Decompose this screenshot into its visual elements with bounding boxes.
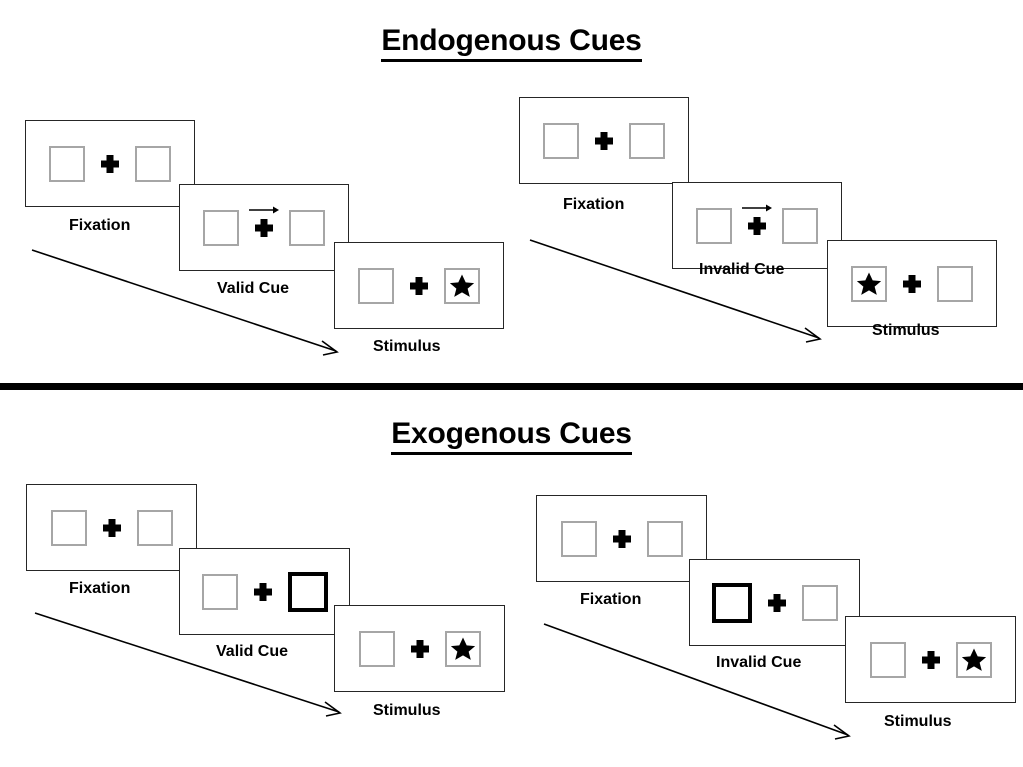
left-placeholder-box <box>560 520 597 557</box>
trial-panel-endo-valid-fixation <box>25 120 195 207</box>
fixation-group <box>579 130 629 152</box>
panel-content <box>869 641 992 678</box>
left-placeholder-box <box>358 630 395 667</box>
fixation-group <box>732 204 782 237</box>
right-placeholder-box <box>136 509 173 546</box>
left-placeholder-box <box>869 641 906 678</box>
plus-icon <box>920 649 942 671</box>
star-icon <box>856 271 882 297</box>
left-placeholder-box <box>49 145 85 182</box>
caption-exo-invalid-stimulus: Stimulus <box>884 713 952 730</box>
section-heading-endogenous-text: Endogenous Cues <box>381 24 642 62</box>
left-placeholder-box <box>201 573 238 610</box>
left-placeholder-box-with-target <box>851 265 887 302</box>
trial-panel-endo-valid-stimulus <box>334 242 504 329</box>
right-arrow-icon <box>741 202 773 214</box>
plus-icon <box>101 517 123 539</box>
caption-endo-valid-cue: Valid Cue <box>217 280 290 297</box>
right-placeholder-box-with-target <box>444 630 481 667</box>
left-placeholder-box <box>696 207 732 244</box>
trial-panel-exo-invalid-stimulus <box>845 616 1016 703</box>
star-icon <box>449 273 475 299</box>
plus-icon <box>766 592 788 614</box>
left-placeholder-box-cued <box>711 582 752 623</box>
plus-icon <box>253 217 275 239</box>
left-placeholder-box <box>543 122 579 159</box>
plus-icon <box>611 528 633 550</box>
caption-endo-valid-fixation: Fixation <box>69 217 131 234</box>
panel-content <box>711 582 838 623</box>
right-placeholder-box <box>289 209 325 246</box>
fixation-group <box>395 638 445 660</box>
section-heading-exogenous: Exogenous Cues <box>0 417 1023 455</box>
trial-panel-endo-valid-cue <box>179 184 349 271</box>
right-placeholder-box <box>937 265 973 302</box>
fixation-group <box>394 275 444 297</box>
right-placeholder-box <box>782 207 818 244</box>
caption-exo-valid-fixation: Fixation <box>69 580 131 597</box>
fixation-group <box>752 592 802 614</box>
right-placeholder-box <box>135 145 171 182</box>
trial-panel-endo-invalid-stimulus <box>827 240 997 327</box>
trial-panel-exo-invalid-cue <box>689 559 860 646</box>
section-heading-exogenous-text: Exogenous Cues <box>391 417 632 455</box>
caption-exo-valid-stimulus: Stimulus <box>373 702 441 719</box>
plus-icon <box>901 273 923 295</box>
left-placeholder-box <box>50 509 87 546</box>
panel-content <box>543 122 665 159</box>
caption-exo-invalid-cue: Invalid Cue <box>716 654 802 671</box>
panel-content <box>49 145 171 182</box>
fixation-group <box>85 153 135 175</box>
star-icon <box>961 647 987 673</box>
fixation-group <box>597 528 647 550</box>
fixation-group <box>238 581 288 603</box>
trial-panel-exo-valid-stimulus <box>334 605 505 692</box>
caption-endo-invalid-cue: Invalid Cue <box>699 261 785 278</box>
caption-endo-invalid-fixation: Fixation <box>563 196 625 213</box>
plus-icon <box>252 581 274 603</box>
panel-content <box>560 520 683 557</box>
right-placeholder-box <box>801 584 838 621</box>
panel-content <box>358 267 480 304</box>
fixation-group <box>87 517 137 539</box>
caption-endo-valid-stimulus: Stimulus <box>373 338 441 355</box>
plus-icon <box>409 638 431 660</box>
star-icon <box>450 636 476 662</box>
left-placeholder-box <box>203 209 239 246</box>
caption-exo-valid-cue: Valid Cue <box>216 643 289 660</box>
panel-content <box>203 206 325 246</box>
right-placeholder-box-cued <box>287 571 328 612</box>
right-placeholder-box <box>629 122 665 159</box>
trial-panel-exo-valid-cue <box>179 548 350 635</box>
right-arrow-icon <box>248 204 280 216</box>
caption-endo-invalid-stimulus: Stimulus <box>872 322 940 339</box>
panel-content <box>358 630 481 667</box>
trial-panel-endo-invalid-fixation <box>519 97 689 184</box>
fixation-group <box>887 273 937 295</box>
caption-exo-invalid-fixation: Fixation <box>580 591 642 608</box>
fixation-group <box>906 649 956 671</box>
plus-icon <box>593 130 615 152</box>
trial-panel-exo-valid-fixation <box>26 484 197 571</box>
plus-icon <box>408 275 430 297</box>
plus-icon <box>99 153 121 175</box>
panel-content <box>201 571 328 612</box>
panel-content <box>696 204 818 244</box>
trial-panel-endo-invalid-cue <box>672 182 842 269</box>
plus-icon <box>746 215 768 237</box>
trial-panel-exo-invalid-fixation <box>536 495 707 582</box>
right-placeholder-box-with-target <box>955 641 992 678</box>
left-placeholder-box <box>358 267 394 304</box>
right-placeholder-box <box>646 520 683 557</box>
right-placeholder-box-with-target <box>444 267 480 304</box>
section-heading-endogenous: Endogenous Cues <box>0 24 1023 62</box>
panel-content <box>50 509 173 546</box>
fixation-group <box>239 206 289 239</box>
panel-content <box>851 265 973 302</box>
section-divider <box>0 383 1023 390</box>
